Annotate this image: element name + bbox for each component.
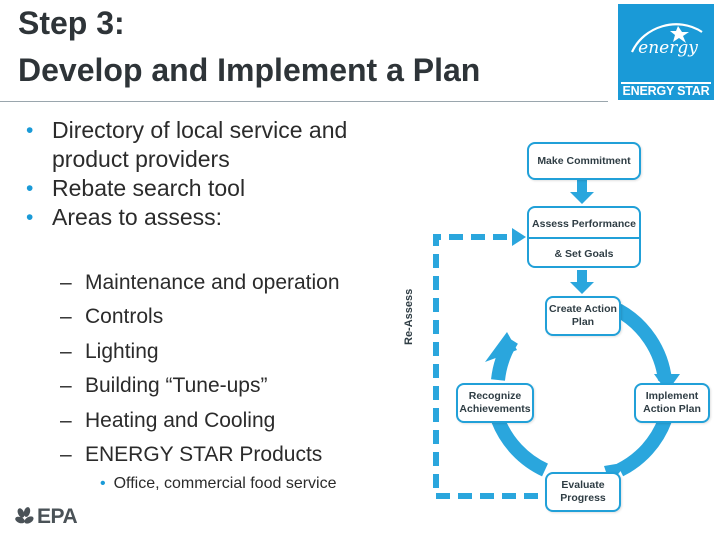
bullet-item: •Rebate search tool bbox=[26, 175, 246, 201]
title-divider bbox=[0, 101, 608, 102]
dash-icon: – bbox=[60, 271, 72, 294]
epa-logo: EPA bbox=[14, 505, 78, 529]
energy-star-label: ENERGY STAR bbox=[622, 84, 710, 98]
assess-performance-label: Assess Performance bbox=[532, 217, 636, 230]
reassess-label: Re-Assess bbox=[403, 288, 415, 345]
dash-icon: – bbox=[60, 374, 72, 398]
energy-star-mark-icon bbox=[631, 23, 703, 53]
bullet-dot-icon: • bbox=[100, 475, 106, 492]
step-recognize-achievements: Recognize Achievements bbox=[456, 383, 534, 423]
energy-star-logo: energy ENERGY STAR bbox=[616, 2, 716, 102]
bullet-item: •Areas to assess: bbox=[26, 204, 223, 230]
dash-icon: – bbox=[60, 408, 72, 432]
bullet-dot-icon: • bbox=[26, 206, 34, 229]
step-create-action-plan: Create Action Plan bbox=[545, 296, 621, 336]
sub-bullet-item: –Maintenance and operation bbox=[60, 266, 400, 300]
cycle-arrow-head-icon bbox=[485, 332, 517, 362]
down-arrow-icon bbox=[570, 180, 594, 204]
reassess-arrow-head-icon bbox=[512, 228, 526, 246]
bullet-dot-icon: • bbox=[26, 177, 34, 200]
sub-sub-bullet: •Office, commercial food service bbox=[100, 475, 337, 492]
sub-bullet-item: –Heating and Cooling bbox=[60, 404, 400, 438]
dash-icon: – bbox=[60, 443, 72, 467]
set-goals-label: & Set Goals bbox=[554, 247, 614, 260]
energy-script-text: energy bbox=[638, 38, 698, 58]
sub-bullet-item: –Building “Tune-ups” bbox=[60, 369, 400, 403]
down-arrow-icon bbox=[570, 270, 594, 294]
title-line-1: Step 3: bbox=[18, 5, 125, 41]
step-implement-action-plan: Implement Action Plan bbox=[634, 383, 710, 423]
epa-text: EPA bbox=[37, 505, 78, 528]
title-line-2: Develop and Implement a Plan bbox=[18, 52, 481, 88]
epa-flower-icon bbox=[15, 507, 34, 524]
step-divider bbox=[529, 237, 639, 239]
sub-bullet-item: –ENERGY STAR Products bbox=[60, 438, 400, 472]
bullet-item: •Directory of local service and product … bbox=[26, 117, 348, 172]
sub-bullet-item: –Controls bbox=[60, 300, 400, 334]
dash-icon: – bbox=[60, 305, 72, 329]
step-make-commitment: Make Commitment bbox=[527, 142, 641, 180]
slide-title: Step 3: Develop and Implement a Plan bbox=[18, 0, 480, 94]
bullet-list: •Directory of local service and product … bbox=[26, 116, 426, 232]
logo-divider bbox=[621, 82, 711, 84]
reassess-loop bbox=[433, 234, 560, 499]
bullet-dot-icon: • bbox=[26, 119, 34, 142]
sub-bullet-item: –Lighting bbox=[60, 335, 400, 369]
sub-bullet-list: –Maintenance and operation –Controls –Li… bbox=[60, 266, 400, 472]
dash-icon: – bbox=[60, 339, 72, 363]
step-evaluate-progress: Evaluate Progress bbox=[545, 472, 621, 512]
step-assess-performance: Assess Performance & Set Goals bbox=[527, 206, 641, 268]
